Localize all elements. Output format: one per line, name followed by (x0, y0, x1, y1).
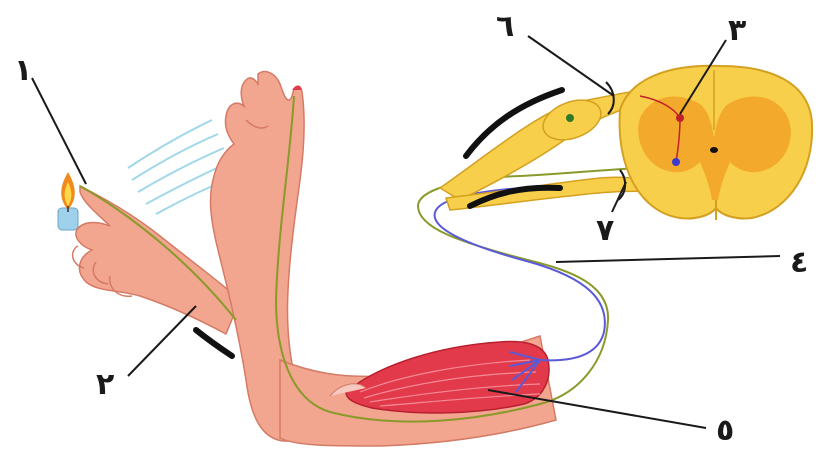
label-6: ٦ (496, 9, 514, 44)
leader-4 (556, 256, 780, 262)
candle (58, 172, 78, 230)
label-7: ٧ (596, 213, 614, 248)
label-4: ٤ (790, 245, 808, 280)
label-2: ٢ (96, 367, 114, 402)
label-5: ٥ (716, 413, 734, 448)
leader-1 (32, 78, 86, 184)
spinal-cord (620, 66, 813, 220)
leader-2 (128, 306, 196, 376)
label-3: ٣ (728, 13, 746, 48)
leader-6 (528, 36, 614, 96)
label-1: ١ (14, 53, 32, 88)
